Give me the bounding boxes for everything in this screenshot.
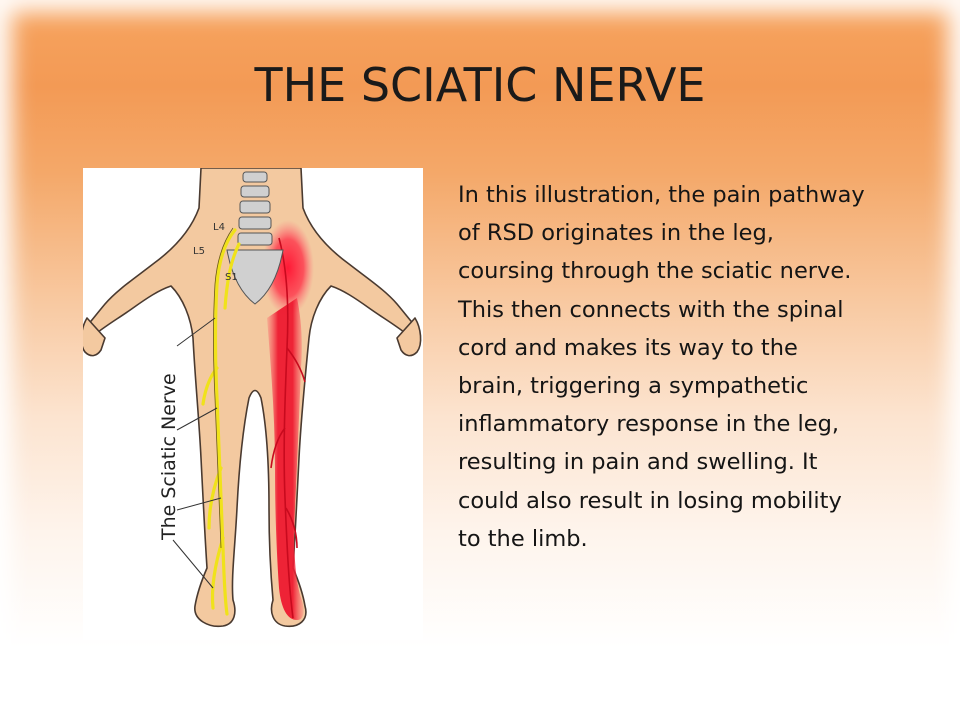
label-l5: L5 [193,246,205,257]
label-l4: L4 [213,222,225,233]
pain-region [262,220,314,620]
sciatic-nerve-outline [213,227,234,549]
slide-title: THE SCIATIC NERVE [254,58,706,112]
pain-nerve [270,237,306,619]
label-pointers [172,317,222,589]
sciatic-nerve-illustration: L4 L5 S1 The Sciatic Nerve [83,168,423,640]
label-s1: S1 [225,272,238,283]
body-silhouette [83,168,422,628]
slide-body-text: In this illustration, the pain pathway o… [458,182,865,552]
label-sciatic-nerve: The Sciatic Nerve [158,373,180,541]
spine [226,171,284,305]
